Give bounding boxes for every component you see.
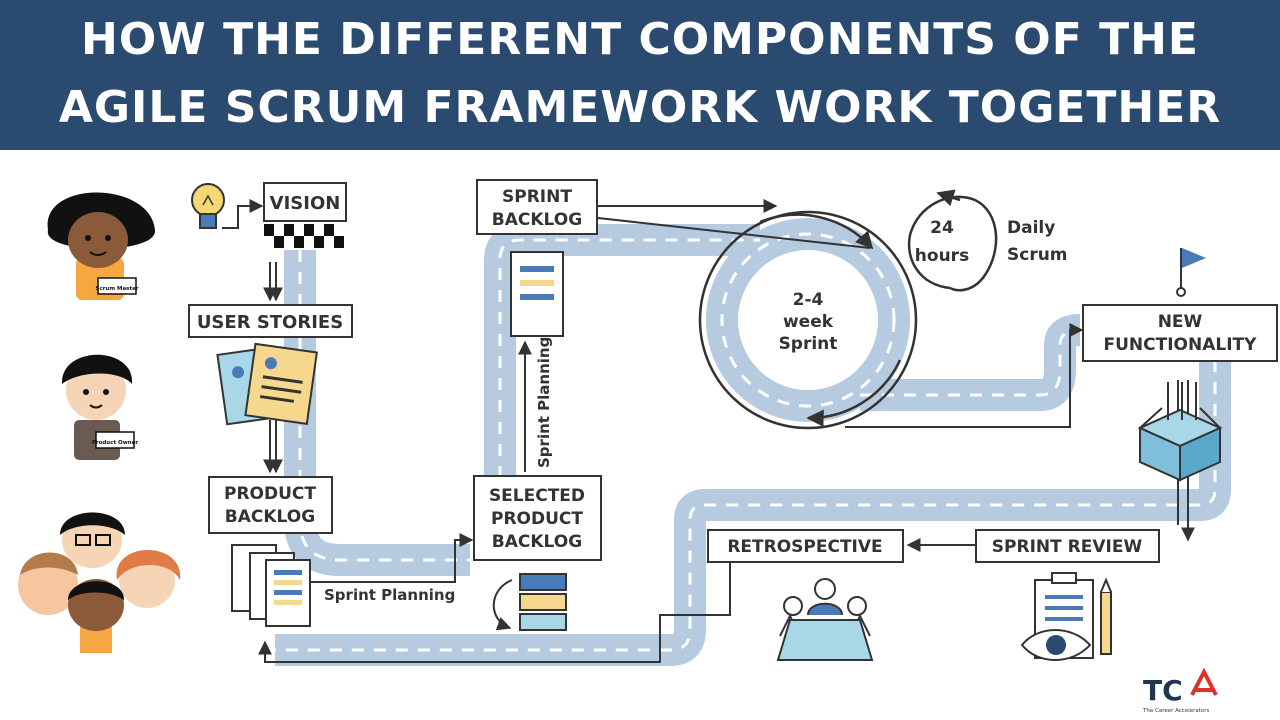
sprint-backlog-document-icon bbox=[510, 251, 564, 337]
selected-line-1: SELECTED bbox=[489, 486, 585, 506]
daily-hours-line-1: 24 bbox=[930, 218, 954, 238]
retrospective-label: RETROSPECTIVE bbox=[727, 537, 882, 557]
tca-logo: TC The Career Accelerators bbox=[1142, 667, 1218, 714]
sprint-loop bbox=[698, 189, 998, 430]
product-backlog-documents-icon bbox=[231, 544, 311, 627]
sprint-planning-vertical-label: Sprint Planning bbox=[535, 337, 553, 468]
sprint-review-box: SPRINT REVIEW bbox=[975, 529, 1160, 563]
user-story-cards-icon bbox=[216, 342, 318, 426]
logo-mark: TC bbox=[1143, 674, 1183, 707]
sprint-planning-label: Sprint Planning bbox=[324, 586, 455, 604]
scrum-master-badge: Scrum Master bbox=[95, 286, 138, 292]
user-stories-label: USER STORIES bbox=[197, 312, 343, 333]
new-functionality-box: NEW FUNCTIONALITY bbox=[1082, 304, 1278, 362]
title-line-2: AGILE SCRUM FRAMEWORK WORK TOGETHER bbox=[58, 82, 1222, 133]
sprint-backlog-line-2: BACKLOG bbox=[492, 210, 582, 230]
daily-hours-line-2: hours bbox=[915, 246, 969, 266]
product-backlog-line-2: BACKLOG bbox=[225, 507, 315, 527]
selected-product-backlog-box: SELECTED PRODUCT BACKLOG bbox=[473, 475, 602, 561]
team-meeting-icon bbox=[776, 578, 874, 661]
product-backlog-box: PRODUCT BACKLOG bbox=[208, 476, 333, 534]
product-increment-box-icon bbox=[1137, 382, 1223, 482]
product-owner-avatar bbox=[61, 354, 135, 460]
sprint-length-line-3: Sprint bbox=[779, 334, 838, 354]
selected-line-2: PRODUCT bbox=[491, 509, 583, 529]
retrospective-box: RETROSPECTIVE bbox=[707, 529, 904, 563]
selected-line-3: BACKLOG bbox=[492, 532, 582, 552]
sprint-length-line-2: week bbox=[783, 312, 834, 332]
product-owner-badge: Product Owner bbox=[92, 440, 139, 446]
goal-flag-icon bbox=[1176, 248, 1206, 297]
daily-scrum-line-2: Scrum bbox=[1007, 245, 1068, 265]
user-stories-box: USER STORIES bbox=[188, 304, 353, 338]
title-banner bbox=[0, 0, 1280, 150]
sprint-length-line-1: 2-4 bbox=[793, 290, 824, 310]
connectors bbox=[222, 199, 1195, 663]
lightbulb-icon bbox=[191, 183, 225, 229]
product-backlog-line-1: PRODUCT bbox=[224, 484, 316, 504]
stacked-backlog-icon bbox=[492, 573, 567, 631]
daily-scrum-line-1: Daily bbox=[1007, 218, 1055, 238]
sprint-review-label: SPRINT REVIEW bbox=[992, 537, 1143, 557]
new-functionality-line-1: NEW bbox=[1158, 312, 1203, 332]
checkered-flag-strip bbox=[264, 224, 346, 248]
logo-tagline: The Career Accelerators bbox=[1142, 708, 1210, 714]
review-clipboard-eye-icon bbox=[1020, 572, 1112, 661]
development-team-avatars bbox=[18, 512, 181, 653]
scrum-master-avatar bbox=[47, 192, 156, 300]
sprint-backlog-line-1: SPRINT bbox=[502, 187, 572, 207]
sprint-backlog-box: SPRINT BACKLOG bbox=[476, 179, 598, 235]
title-line-1: HOW THE DIFFERENT COMPONENTS OF THE bbox=[81, 14, 1199, 65]
road bbox=[275, 218, 1231, 666]
vision-label: VISION bbox=[270, 193, 341, 214]
new-functionality-line-2: FUNCTIONALITY bbox=[1104, 335, 1258, 355]
vision-box: VISION bbox=[263, 182, 347, 248]
